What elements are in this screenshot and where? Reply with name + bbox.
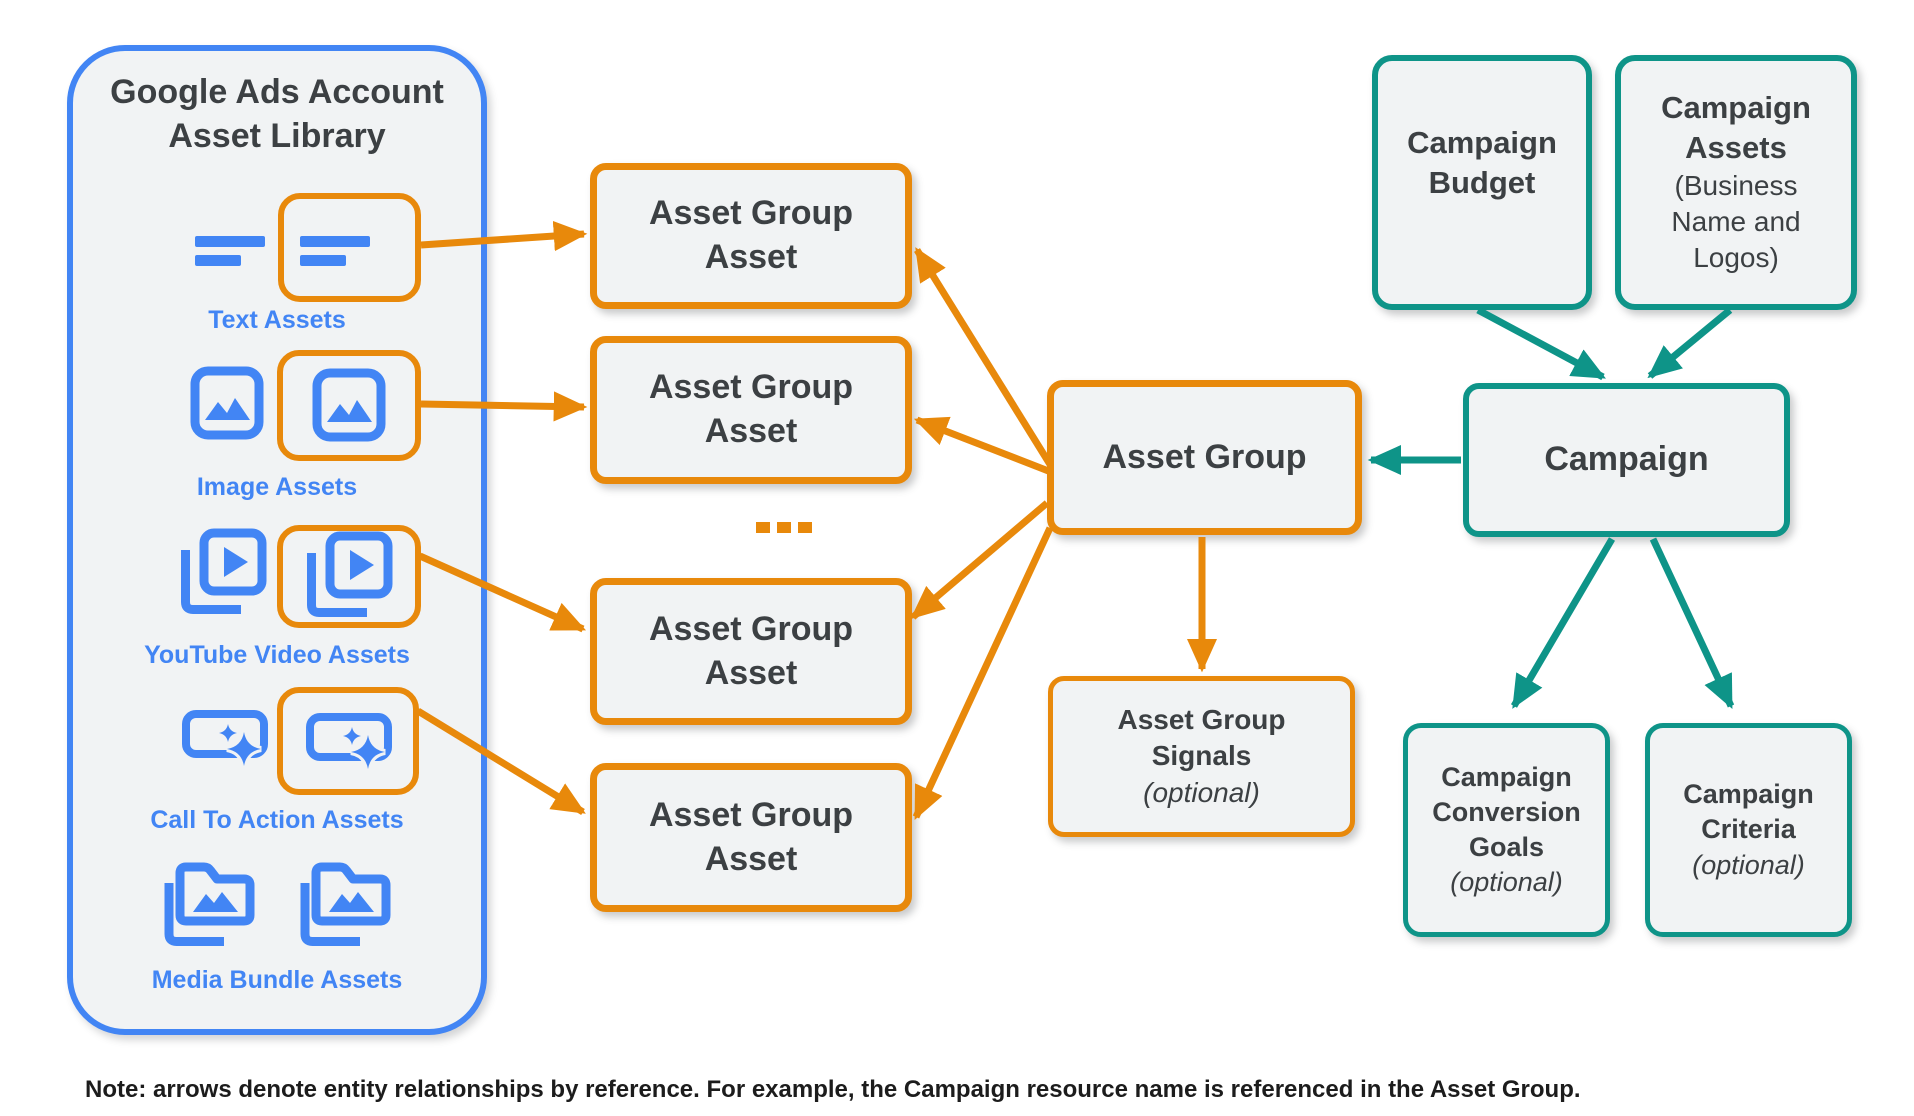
highlight-ring — [278, 193, 421, 302]
asset-group-asset-node-3: Asset Group Asset — [590, 578, 912, 725]
arrow-asset-group-to-asset-group-asset-2 — [913, 416, 1053, 476]
arrow-campaign-assets-to-campaign — [1647, 307, 1733, 379]
image-icon — [312, 367, 386, 448]
video-stack-icon — [303, 531, 393, 622]
asset-group-asset-label: Asset Group Asset — [648, 368, 854, 450]
campaign-conversion-goals-label: Campaign Conversion Goals — [1432, 761, 1581, 862]
media-bundle-assets-label: Media Bundle Assets — [151, 966, 403, 994]
text-assets-label: Text Assets — [208, 306, 346, 334]
asset-group-signals-label: Asset Group Signals — [1117, 703, 1286, 772]
arrow-asset-group-to-asset-group-asset-4 — [912, 526, 1054, 821]
arrow-campaign-to-conversion-goals — [1510, 537, 1616, 709]
asset-group-signals-qualifier: (optional) — [1143, 776, 1260, 808]
campaign-criteria-qualifier: (optional) — [1692, 849, 1805, 880]
arrow-asset-group-to-asset-group-asset-3 — [910, 500, 1050, 620]
cta-sparkle-icon — [182, 708, 268, 773]
campaign-label: Campaign — [1544, 440, 1709, 479]
asset-group-node: Asset Group — [1047, 380, 1362, 535]
asset-group-signals-node: Asset Group Signals (optional) — [1048, 676, 1355, 837]
text-lines-icon — [195, 226, 265, 273]
arrow-campaign-to-criteria — [1649, 537, 1735, 710]
text-lines-icon — [300, 226, 372, 273]
ellipsis-dots — [756, 522, 812, 533]
asset-group-asset-label: Asset Group Asset — [648, 795, 854, 878]
cta-sparkle-icon — [306, 711, 392, 776]
asset-group-asset-label: Asset Group Asset — [648, 609, 854, 692]
campaign-assets-sublabel: (Business Name and Logos) — [1671, 169, 1801, 274]
campaign-assets-label: Campaign Assets — [1661, 90, 1811, 165]
highlight-ring — [277, 525, 421, 628]
media-folder-stack-icon — [298, 853, 403, 952]
video-stack-icon — [177, 528, 267, 619]
footnote: Note: arrows denote entity relationships… — [85, 1076, 1581, 1103]
asset-group-label: Asset Group — [1102, 437, 1307, 476]
asset-group-asset-node-4: Asset Group Asset — [590, 763, 912, 912]
arrow-asset-group-to-asset-group-asset-1 — [914, 247, 1054, 468]
asset-group-asset-node-2: Asset Group Asset — [590, 336, 912, 484]
campaign-assets-node: Campaign Assets (Business Name and Logos… — [1615, 55, 1857, 310]
campaign-conversion-goals-node: Campaign Conversion Goals (optional) — [1403, 723, 1610, 937]
image-assets-label: Image Assets — [196, 473, 358, 501]
campaign-node: Campaign — [1463, 383, 1790, 537]
highlight-ring — [277, 687, 419, 795]
asset-library-title: Google Ads Account Asset Library — [110, 73, 444, 156]
asset-group-asset-node-1: Asset Group Asset — [590, 163, 912, 309]
call-to-action-assets-label: Call To Action Assets — [150, 806, 404, 834]
campaign-criteria-node: Campaign Criteria (optional) — [1645, 723, 1852, 937]
image-icon — [190, 365, 264, 446]
campaign-budget-label: Campaign Budget — [1407, 124, 1557, 200]
youtube-video-assets-label: YouTube Video Assets — [144, 641, 410, 669]
campaign-conversion-goals-qualifier: (optional) — [1450, 867, 1563, 898]
campaign-criteria-label: Campaign Criteria — [1683, 779, 1814, 845]
highlight-ring — [277, 350, 421, 461]
campaign-budget-node: Campaign Budget — [1372, 55, 1592, 310]
media-folder-stack-icon — [162, 853, 267, 952]
asset-group-asset-label: Asset Group Asset — [648, 194, 854, 276]
arrow-campaign-budget-to-campaign — [1476, 306, 1606, 381]
